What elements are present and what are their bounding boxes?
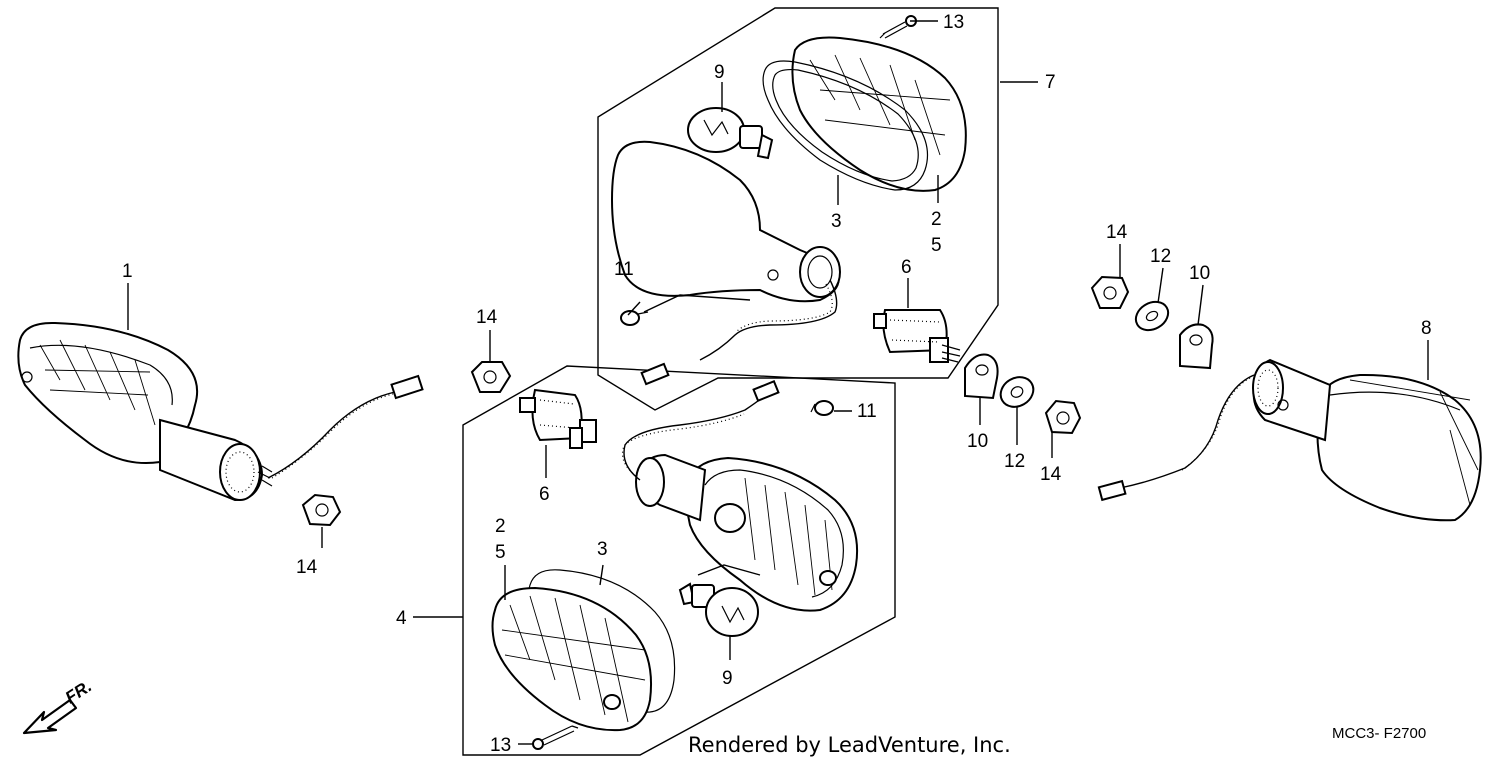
callout-5-bottom: 5: [495, 542, 506, 563]
callout-3-top: 3: [831, 211, 842, 232]
callout-1: 1: [122, 261, 133, 282]
rear-screw: [879, 15, 917, 39]
callout-12-right: 12: [1150, 246, 1171, 267]
callout-5-top: 5: [931, 235, 942, 256]
rear-turn-signal-housing: [610, 140, 841, 386]
callout-12-mid: 12: [1004, 451, 1025, 472]
callout-3-bottom: 3: [597, 539, 608, 560]
callout-10-right: 10: [1189, 263, 1210, 284]
callout-14-right-top: 14: [1106, 222, 1128, 243]
callout-labels: 1 14 14 9 3 2 5 7 13 11 6 14 12 10 8 10 …: [122, 12, 1432, 756]
callout-2-bottom: 2: [495, 516, 506, 537]
washer-mid: [999, 376, 1035, 408]
washer-right: [1134, 300, 1170, 332]
plate-mid: [964, 353, 999, 400]
front-clip: [810, 400, 834, 416]
right-turn-signal-part: [1097, 358, 1482, 522]
front-arrow-icon: [22, 698, 78, 735]
front-socket: [519, 388, 597, 449]
nut-mid: [470, 361, 512, 393]
callout-4: 4: [396, 608, 407, 629]
nut-right-top: [1090, 275, 1130, 309]
nut-left: [301, 493, 342, 527]
rear-assembly-outline: [597, 7, 999, 411]
rear-clip: [620, 310, 649, 326]
diagram-code: MCC3- F2700: [1332, 725, 1426, 742]
plate-right: [1179, 323, 1214, 370]
callout-13-bottom: 13: [490, 735, 511, 756]
rear-socket: [873, 309, 961, 363]
leader-lines: [127, 20, 1429, 745]
nut-right-bottom: [1044, 399, 1082, 435]
callout-14-right-bottom: 14: [1040, 464, 1062, 485]
rear-bulb: [687, 107, 774, 160]
callout-9-top: 9: [714, 62, 725, 83]
front-screw: [532, 725, 579, 750]
callout-11-top: 11: [614, 259, 634, 280]
callout-10-mid: 10: [967, 431, 988, 452]
callout-6-bottom: 6: [539, 484, 550, 505]
callout-11-bottom: 11: [857, 401, 877, 422]
callout-8: 8: [1421, 318, 1432, 339]
render-credit: Rendered by LeadVenture, Inc.: [688, 733, 1011, 757]
callout-14-left: 14: [296, 557, 318, 578]
front-lens-and-gasket: [491, 569, 676, 732]
front-assembly-outline: [462, 365, 896, 756]
left-turn-signal-part: [17, 321, 424, 502]
callout-6-top: 6: [901, 257, 912, 278]
front-bulb: [678, 582, 759, 637]
callout-9-bottom: 9: [722, 668, 733, 689]
rear-lens-and-gasket: [762, 36, 967, 192]
callout-7: 7: [1045, 72, 1056, 93]
callout-14-mid: 14: [476, 307, 498, 328]
callout-2-top: 2: [931, 209, 942, 230]
front-direction-indicator: FR.: [22, 677, 95, 735]
callout-13-top: 13: [943, 12, 964, 33]
front-turn-signal-housing: [621, 380, 859, 612]
